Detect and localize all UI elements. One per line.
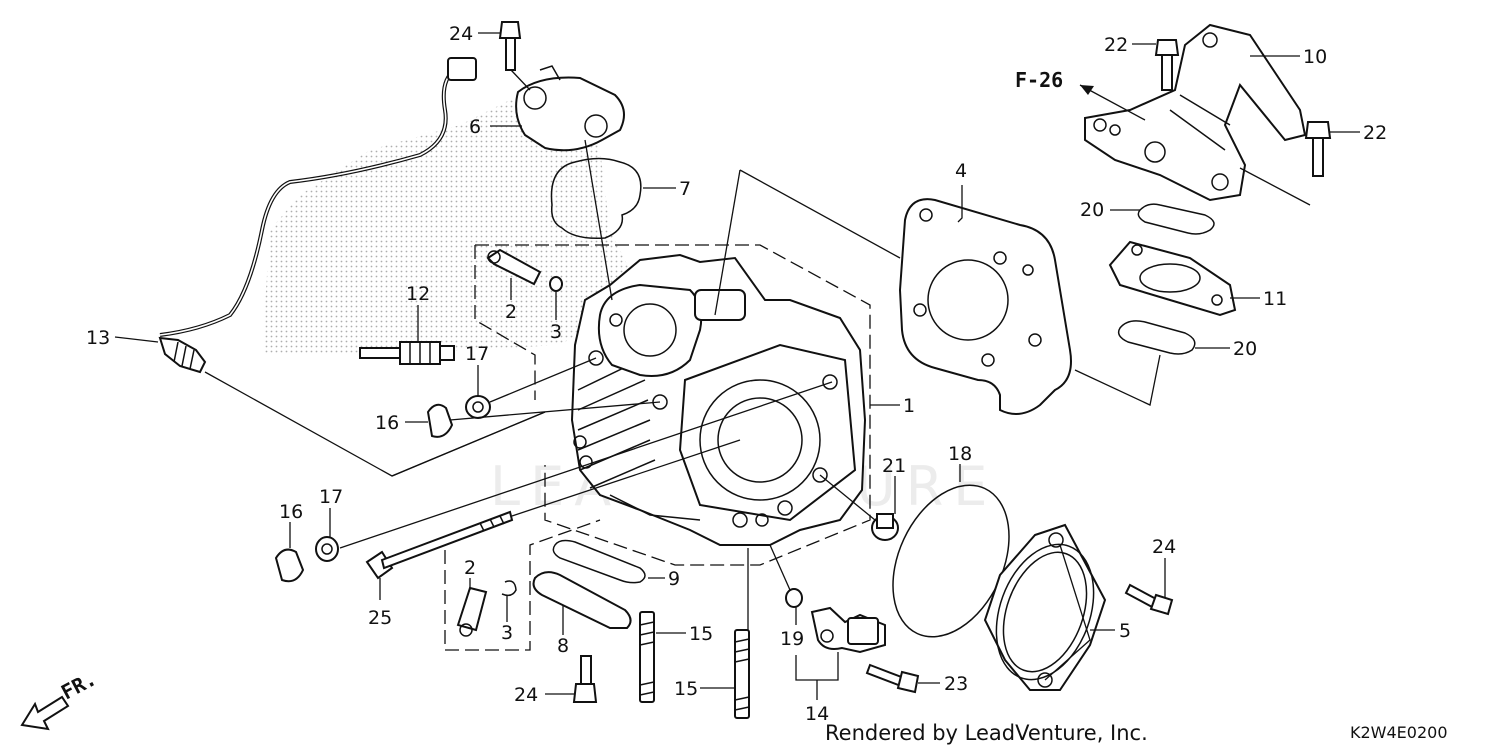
tensioner-gasket [552,539,646,584]
callout-22-right: 22 [1363,122,1387,144]
callout-16-upper: 16 [375,412,399,434]
callout-9: 9 [668,568,680,590]
callout-1: 1 [903,395,915,417]
sensor-connector [447,57,477,81]
callout-13: 13 [86,327,110,349]
callout-2-upper: 2 [505,301,517,323]
callout-16-lower: 16 [279,501,303,523]
washer-17b [315,536,339,562]
head-gasket [898,198,1072,415]
bolt-23 [865,663,920,694]
o-ring-20-upper [1137,203,1215,235]
callout-11: 11 [1263,288,1287,310]
cam-cover-gasket [550,157,642,240]
bolt-24-top [498,21,522,71]
callout-12: 12 [406,283,430,305]
callout-20-lower: 20 [1233,338,1257,360]
long-bolt [365,510,514,580]
callout-5: 5 [1119,620,1131,642]
callout-14: 14 [805,703,829,725]
callout-4: 4 [955,160,967,182]
valve-guide-lower [456,586,488,637]
callout-8: 8 [557,635,569,657]
side-cover [983,523,1107,691]
bolt-24-right [1124,583,1174,616]
leader-lines [114,32,1360,700]
stud-15-right [734,629,750,719]
callout-19: 19 [780,628,804,650]
callout-7: 7 [679,178,691,200]
callout-17-lower: 17 [319,486,343,508]
assembly-outline [475,244,871,566]
insulator [1108,240,1237,317]
callout-6: 6 [469,116,481,138]
cylinder-head [570,253,867,546]
stud-15-left [639,611,655,703]
callout-3-lower: 3 [501,622,513,644]
intake-pipe [1084,23,1307,202]
bolt-24-bottom [572,655,598,703]
callout-23: 23 [944,673,968,695]
callout-24-bottom: 24 [514,684,538,706]
washer-17a [465,395,491,419]
callout-21: 21 [882,455,906,477]
callout-24-top: 24 [449,23,473,45]
callout-20-upper: 20 [1080,199,1104,221]
spark-plug [359,341,455,365]
cam-cover [515,65,625,152]
callout-17-upper: 17 [465,343,489,365]
temp-sensor [810,606,886,654]
section-ref-f26[interactable]: F-26 [1015,68,1063,92]
cap-nut-16b [274,548,305,583]
diagram-code: K2W4E0200 [1350,723,1448,742]
callout-15-right: 15 [674,678,698,700]
callout-3-upper: 3 [550,321,562,343]
washer-19 [785,588,803,608]
o2-sensor [158,336,207,374]
callout-18: 18 [948,443,972,465]
callout-15-left: 15 [689,623,713,645]
callout-25: 25 [368,607,392,629]
shading-region [265,95,640,355]
callout-22-top: 22 [1104,34,1128,56]
front-direction-arrow-icon [20,695,70,731]
cap-nut-16a [426,403,454,438]
clip-3-lower [501,580,517,597]
clip-3-upper [549,276,563,292]
valve-guide-upper [486,248,542,286]
bolt-22-top [1154,39,1180,91]
bolt-22-right [1304,121,1332,177]
o-ring-20-lower [1117,320,1196,355]
callout-10: 10 [1303,46,1327,68]
chain-tensioner-guide [532,571,632,629]
bolt-21 [871,513,899,541]
callout-24-right: 24 [1152,536,1176,558]
callout-2-lower: 2 [464,557,476,579]
footer-credit: Rendered by LeadVenture, Inc. [825,721,1148,745]
